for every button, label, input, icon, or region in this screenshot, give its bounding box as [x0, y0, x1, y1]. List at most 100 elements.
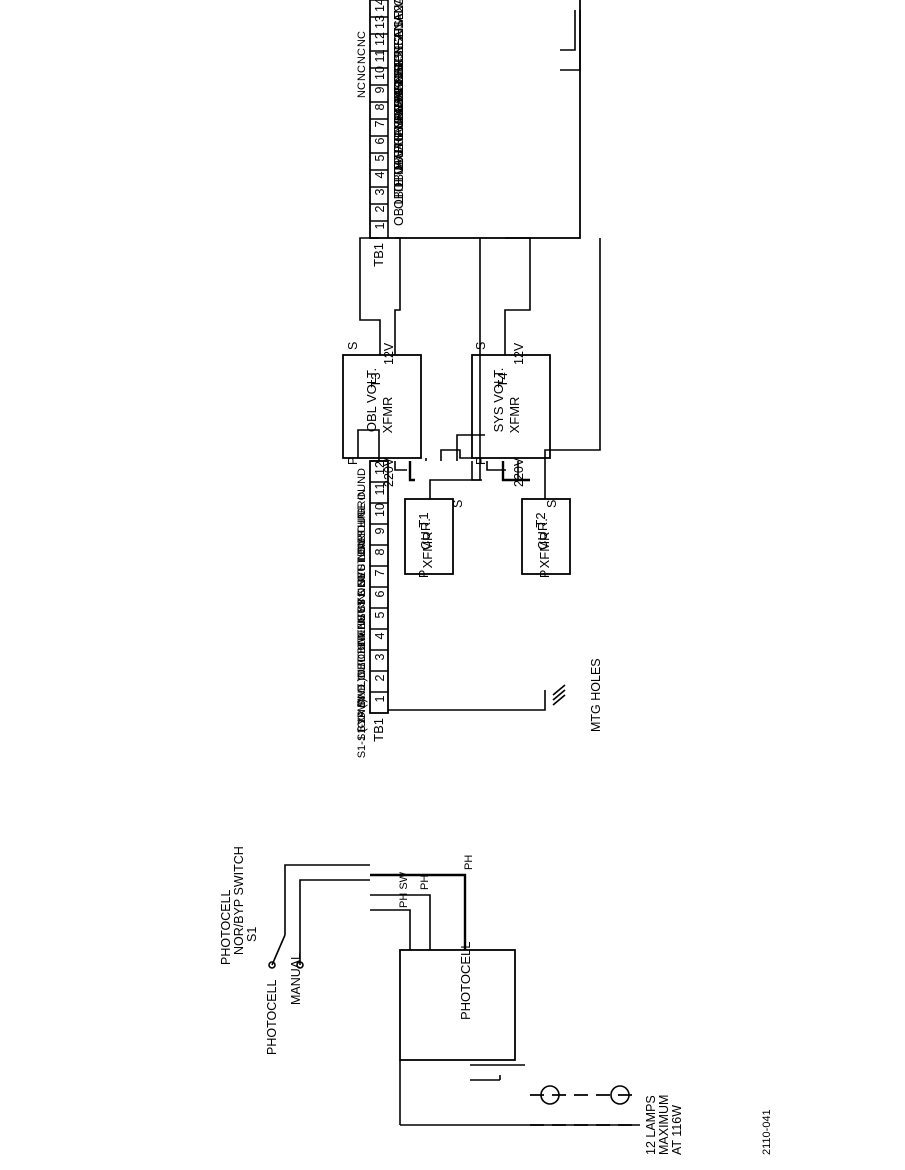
svg-text:PHOTOCELL: PHOTOCELL: [219, 889, 233, 965]
svg-text:ANALOG GROUND: ANALOG GROUND: [392, 0, 406, 22]
switch-s1: PHOTOCELL NOR/BYP SWITCH S1 PHOTOCELL MA…: [219, 846, 370, 1055]
tb1-right-terminal-7: 7 SYS IAC SENSE1: [370, 22, 406, 127]
svg-text:P: P: [346, 457, 360, 465]
lamp-icon: [610, 1085, 630, 1105]
tb1-right-title: TB1: [371, 243, 386, 267]
svg-text:5: 5: [373, 611, 387, 618]
tb1-right-terminal-13: 13 ANALOG GROUND: [370, 0, 406, 29]
svg-text:SYS NEUT IN: SYS NEUT IN: [356, 552, 368, 621]
svg-text:SYS VAC SENSE1: SYS VAC SENSE1: [392, 52, 406, 158]
tb1-right-terminal-9: 9 NC: [356, 82, 388, 98]
svg-text:CUR.: CUR.: [418, 518, 433, 550]
svg-text:12V: 12V: [382, 342, 396, 365]
lamp-circuit: 12 LAMPS MAXIMUM AT 116W: [399, 1060, 684, 1155]
tb1-right-terminal-1: 1 OB LITE VAC SENSE1: [370, 97, 406, 229]
svg-text:3: 3: [373, 188, 387, 195]
svg-text:XFMR: XFMR: [420, 532, 435, 569]
svg-text:BYP LINE OUT: BYP LINE OUT: [356, 657, 368, 733]
svg-text:XFMR: XFMR: [380, 397, 395, 434]
svg-text:4: 4: [373, 632, 387, 639]
svg-text:1: 1: [373, 695, 387, 702]
svg-text:P: P: [417, 570, 431, 578]
svg-text:S: S: [474, 342, 488, 350]
svg-text:T4: T4: [495, 372, 510, 387]
svg-text:XFMR: XFMR: [537, 532, 552, 569]
svg-text:11: 11: [373, 49, 387, 62]
svg-text:SYS IAC SENSE1: SYS IAC SENSE1: [392, 22, 406, 124]
svg-text:2: 2: [373, 205, 387, 212]
tb1-left-terminal-2: 2S1-1A (N.O.): [356, 670, 388, 741]
svg-text:MANUAL: MANUAL: [289, 953, 303, 1005]
svg-text:14: 14: [373, 0, 387, 12]
svg-text:12: 12: [373, 32, 387, 46]
svg-text:4: 4: [373, 171, 387, 178]
svg-text:PHOTOCELL: PHOTOCELL: [265, 979, 279, 1055]
svg-text:11: 11: [373, 482, 387, 495]
svg-text:SYS IAC SENSE2: SYS IAC SENSE2: [392, 5, 406, 107]
svg-text:SYS LINE IN: SYS LINE IN: [356, 489, 368, 553]
svg-text:OBL NEUT IN: OBL NEUT IN: [356, 594, 368, 663]
svg-text:9: 9: [373, 86, 387, 93]
t3-transformer: T3 OBL VOLT. XFMR P S 220V 12V: [342, 342, 422, 487]
mtg-holes-label: MTG HOLES: [589, 658, 603, 732]
tb1-right-terminal-12: 12 NC ANALOG GROUND: [356, 0, 406, 47]
t1-transformer: T1 CUR. XFMR P S: [404, 498, 465, 578]
t2-transformer: T2 CUR. XFMR P S: [521, 498, 571, 578]
tb1-right-terminal-14: 14: [370, 0, 388, 12]
svg-text:S: S: [346, 342, 360, 350]
earth-ground-wire: [388, 690, 546, 711]
svg-text:PH: PH: [419, 875, 431, 890]
svg-text:OBL LINE IN: OBL LINE IN: [356, 615, 368, 678]
svg-text:NOR/BYP SWITCH: NOR/BYP SWITCH: [232, 846, 246, 955]
svg-text:10: 10: [373, 503, 387, 517]
svg-text:ANALOG GROUND: ANALOG GROUND: [392, 0, 406, 39]
svg-text:12V: 12V: [512, 342, 526, 365]
svg-text:SYS NEUT OUT: SYS NEUT OUT: [356, 531, 368, 612]
tb1-right-terminal-6: 6 SYS VAC SENSE2: [370, 35, 406, 144]
svg-text:5: 5: [373, 154, 387, 161]
svg-text:SYS VAC SENSE2: SYS VAC SENSE2: [392, 35, 406, 141]
svg-text:NC: NC: [356, 31, 368, 47]
lamp-icon: [540, 1085, 560, 1105]
svg-text:S: S: [451, 500, 465, 508]
svg-text:10: 10: [373, 66, 387, 80]
svg-text:MAXIMUM: MAXIMUM: [657, 1095, 671, 1155]
t4-transformer: T4 SYS VOLT. XFMR P S 220V 12V: [471, 342, 551, 487]
svg-text:CUR.: CUR.: [535, 518, 550, 550]
svg-text:9: 9: [373, 527, 387, 534]
svg-text:NC: NC: [356, 48, 368, 64]
svg-text:8: 8: [373, 548, 387, 555]
svg-text:T1: T1: [416, 512, 431, 527]
svg-text:NC: NC: [356, 65, 368, 81]
svg-text:SYS LINE OUT: SYS LINE OUT: [356, 510, 368, 586]
svg-text:SW LINE OUT: SW LINE OUT: [356, 636, 368, 708]
drawing-number: 2110-041: [761, 1109, 773, 1155]
svg-text:1: 1: [373, 222, 387, 229]
svg-text:7: 7: [373, 120, 387, 127]
tb1-right-terminal-11: 11 NC: [356, 48, 388, 64]
tb1-left-title: TB1: [371, 718, 386, 742]
svg-text:PH: PH: [463, 855, 475, 870]
ground-symbol: [552, 684, 566, 706]
svg-text:OB LITE VAC SENSE1: OB LITE VAC SENSE1: [392, 97, 406, 226]
svg-text:NC: NC: [356, 82, 368, 98]
svg-text:2: 2: [373, 674, 387, 681]
svg-text:OB LITE IAC SENSE1: OB LITE IAC SENSE1: [392, 67, 406, 192]
tb1-right-terminal-3: 3 OB LITE IAC SENSE1: [370, 67, 406, 195]
svg-text:6: 6: [373, 137, 387, 144]
svg-text:AT 116W: AT 116W: [670, 1105, 684, 1155]
svg-text:13: 13: [373, 15, 387, 29]
svg-text:6: 6: [373, 590, 387, 597]
